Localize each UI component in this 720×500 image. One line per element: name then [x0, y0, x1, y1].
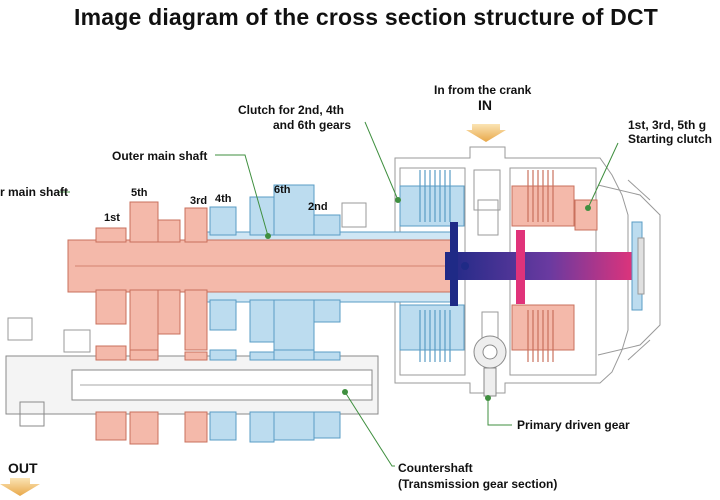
clutch-135-pack — [511, 170, 598, 362]
inner-main-shaft — [67, 239, 453, 293]
in-label: IN — [478, 97, 492, 113]
clutch-246-pack — [399, 170, 465, 362]
even-gears-counter — [209, 349, 341, 443]
inner-main-shaft-label: r main shaft — [0, 185, 69, 199]
gear-2nd-label: 2nd — [308, 201, 328, 213]
clutch-246-label-line1: Clutch for 2nd, 4th — [238, 103, 344, 117]
clutch-246-label-line2: and 6th gears — [273, 118, 352, 132]
out-arrow — [0, 478, 40, 496]
primary-driven-gear-label: Primary driven gear — [517, 418, 630, 432]
in-arrow — [466, 124, 506, 142]
clutch-135-label-line1: 1st, 3rd, 5th g — [628, 118, 707, 132]
diagram-title: Image diagram of the cross section struc… — [74, 4, 659, 30]
odd-gears-counter — [95, 345, 208, 445]
countershaft — [5, 355, 379, 427]
gear-3rd-label: 3rd — [190, 195, 208, 207]
gear-5th-label: 5th — [131, 187, 148, 199]
countershaft-label-line1: Countershaft — [398, 461, 473, 475]
leader-lines — [58, 121, 619, 467]
gear-6th-label: 6th — [274, 184, 291, 196]
gear-1st-label: 1st — [104, 212, 120, 224]
in-from-crank-label: In from the crank — [434, 83, 532, 97]
outer-main-shaft-label: Outer main shaft — [112, 149, 208, 163]
even-gears-main — [209, 184, 341, 353]
countershaft-label-line2: (Transmission gear section) — [398, 477, 558, 491]
leader-dots — [265, 197, 591, 401]
out-label: OUT — [8, 460, 38, 476]
clutch-core-shaft — [445, 222, 635, 306]
gear-4th-label: 4th — [215, 193, 232, 205]
odd-gears-main — [95, 201, 208, 355]
clutch-135-label-line2: Starting clutch — [628, 132, 713, 146]
primary-driven-gear — [473, 335, 507, 397]
input-assembly — [631, 221, 645, 311]
